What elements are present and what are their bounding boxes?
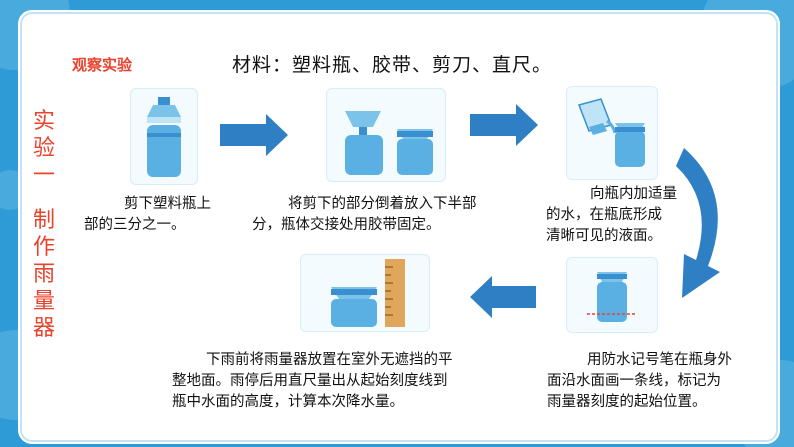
step1-image [130, 88, 198, 185]
step4-line: 雨量器刻度的起始位置。 [547, 394, 707, 410]
step4-image [566, 257, 658, 333]
step5-line: 整地面。雨停后用直尺量出从起始刻度线到 [172, 373, 448, 389]
step1-text: 剪下塑料瓶上 部的三分之一。 [84, 194, 211, 236]
materials-text: 材料：塑料瓶、胶带、剪刀、直尺。 [232, 54, 553, 76]
side-title-char: 作 [32, 235, 55, 260]
step1-line: 部的三分之一。 [84, 217, 186, 233]
content-card [18, 10, 780, 444]
side-title-char: 量 [32, 289, 55, 314]
step5-line: 下雨前将雨量器放置在室外无遮挡的平 [206, 352, 453, 368]
step4-text: 用防水记号笔在瓶身外 面沿水面画一条线，标记为 雨量器刻度的起始位置。 [547, 350, 732, 413]
side-title-char: 雨 [32, 262, 55, 287]
side-title-char: 器 [32, 316, 55, 341]
step2-image [326, 88, 446, 182]
gauge-ruler-icon [331, 259, 405, 327]
step3-text: 向瓶内加适量 的水，在瓶底形成 清晰可见的液面。 [546, 184, 677, 247]
step2-line: 分，瓶体交接处用胶带固定。 [252, 217, 441, 233]
step1-line: 剪下塑料瓶上 [124, 196, 211, 212]
step4-line: 用防水记号笔在瓶身外 [587, 352, 732, 368]
side-title-char: 验 [32, 136, 55, 161]
marked-gauge-icon [587, 272, 637, 322]
step5-image [300, 254, 430, 332]
bottle-cut-icon [147, 97, 181, 177]
side-title-char: 一 [32, 163, 55, 188]
step3-image [566, 86, 658, 180]
step3-line: 向瓶内加适量 [590, 186, 677, 202]
side-title-char: 实 [32, 109, 55, 134]
step2-line: 将剪下的部分倒着放入下半部 [288, 196, 477, 212]
bottle-parts-icon [345, 111, 433, 175]
step3-line: 清晰可见的液面。 [546, 228, 662, 244]
step3-line: 的水，在瓶底形成 [546, 207, 662, 223]
step2-text: 将剪下的部分倒着放入下半部 分，瓶体交接处用胶带固定。 [252, 194, 477, 236]
section-label: 观察实验 [72, 56, 133, 74]
step5-line: 瓶中水面的高度，计算本次降水量。 [172, 394, 404, 410]
step5-text: 下雨前将雨量器放置在室外无遮挡的平 整地面。雨停后用直尺量出从起始刻度线到 瓶中… [172, 350, 453, 413]
step4-line: 面沿水面画一条线，标记为 [547, 373, 721, 389]
side-title-char: 制 [32, 208, 55, 233]
side-title: 实 验 一 制 作 雨 量 器 [30, 108, 58, 342]
pour-water-icon [578, 98, 645, 167]
